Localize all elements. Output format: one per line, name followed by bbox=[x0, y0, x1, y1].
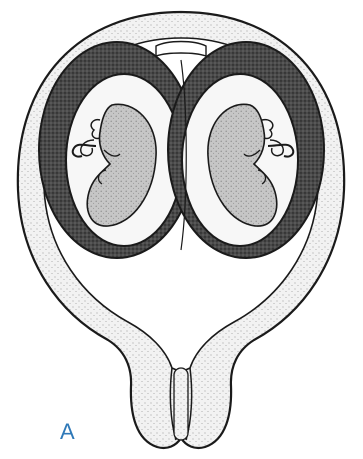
panel-label: A bbox=[60, 421, 75, 443]
right-gestational-sac bbox=[168, 42, 324, 258]
cervical-canal bbox=[170, 368, 191, 440]
